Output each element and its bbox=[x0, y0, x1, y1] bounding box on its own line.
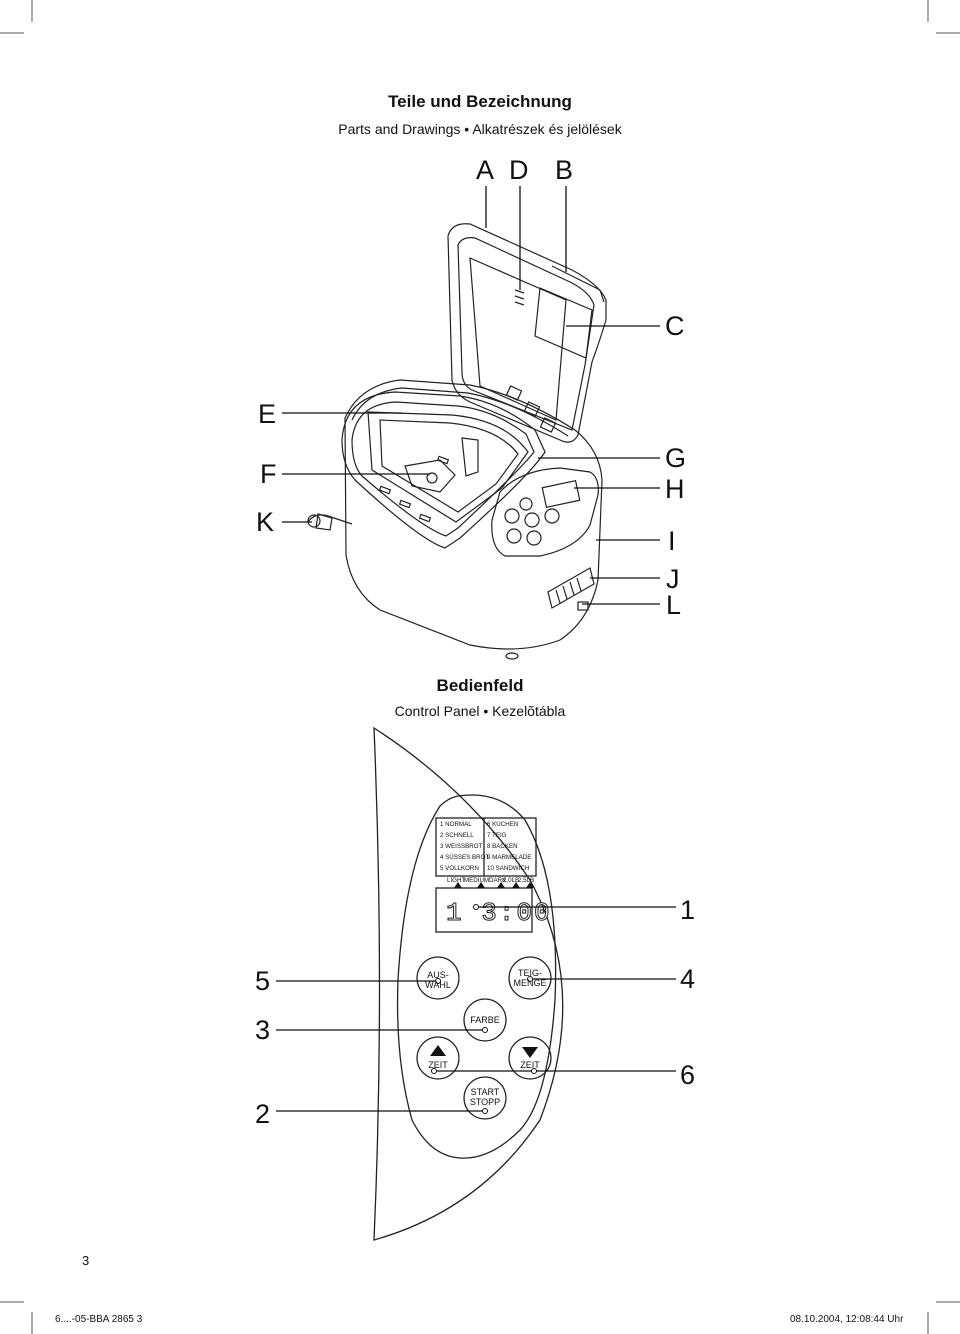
auswahl-label-2: WAHL bbox=[425, 980, 451, 990]
program-7: 7 TEIG bbox=[487, 832, 507, 839]
label-h: H bbox=[665, 474, 685, 504]
label-c: C bbox=[665, 311, 685, 341]
callout-3: 3 bbox=[255, 1015, 271, 1045]
callout-2: 2 bbox=[255, 1099, 271, 1129]
panel-title: Bedienfeld bbox=[436, 676, 524, 695]
program-8: 8 BACKEN bbox=[487, 843, 518, 850]
crust-dark: DARK bbox=[489, 877, 507, 884]
callout-5: 5 bbox=[255, 966, 271, 996]
crust-medium: MEDIUM bbox=[464, 877, 490, 884]
display-digits: 1 3:00 bbox=[446, 898, 552, 929]
program-6: 6 KUCHEN bbox=[487, 821, 519, 828]
label-j: J bbox=[666, 564, 680, 594]
size-2-0lb: 2,0LB bbox=[503, 877, 520, 884]
page-title: Teile und Bezeichnung bbox=[388, 92, 572, 111]
label-a: A bbox=[476, 155, 495, 185]
svg-text:1 3:00: 1 3:00 bbox=[446, 898, 552, 928]
stopp-label: STOPP bbox=[469, 1097, 501, 1107]
zeit-down-button[interactable]: ZEIT bbox=[516, 1060, 544, 1070]
bread-maker-drawing bbox=[282, 186, 660, 660]
callout-6: 6 bbox=[680, 1060, 696, 1090]
label-g: G bbox=[665, 443, 687, 473]
auswahl-label-1: AUS- bbox=[427, 970, 449, 980]
program-2: 2 SCHNELL bbox=[440, 832, 474, 839]
callout-1: 1 bbox=[680, 895, 696, 925]
start-label: START bbox=[470, 1087, 500, 1097]
program-3: 3 WEISSBROT bbox=[440, 843, 483, 850]
farbe-label: FARBE bbox=[470, 1015, 500, 1025]
teigmenge-label-1: TEIG- bbox=[518, 968, 542, 978]
label-b: B bbox=[555, 155, 574, 185]
callout-4: 4 bbox=[680, 964, 696, 994]
teigmenge-label-2: MENGE bbox=[513, 978, 547, 988]
program-5: 5 VOLLKORN bbox=[440, 865, 479, 872]
farbe-button[interactable]: FARBE bbox=[466, 1015, 504, 1025]
zeit-up-button[interactable]: ZEIT bbox=[424, 1060, 452, 1070]
zeit-up-label: ZEIT bbox=[428, 1060, 448, 1070]
panel-subtitle: Control Panel • Kezelõtábla bbox=[394, 703, 566, 719]
label-i: I bbox=[668, 526, 676, 556]
page-number: 3 bbox=[82, 1253, 90, 1268]
crust-light: LIGHT bbox=[447, 877, 466, 884]
program-4: 4 SÜSSES BROT bbox=[440, 854, 490, 861]
footer-left: 6....-05-BBA 2865 3 bbox=[55, 1314, 143, 1325]
auswahl-button[interactable]: AUS- WAHL bbox=[424, 970, 452, 990]
label-l: L bbox=[666, 590, 682, 620]
label-k: K bbox=[256, 507, 275, 537]
label-f: F bbox=[260, 459, 277, 489]
page-subtitle: Parts and Drawings • Alkatrészek és jelö… bbox=[338, 121, 622, 137]
teigmenge-button[interactable]: TEIG- MENGE bbox=[510, 968, 550, 988]
program-10: 10 SANDWICH bbox=[487, 865, 530, 872]
zeit-down-label: ZEIT bbox=[520, 1060, 540, 1070]
footer-right: 08.10.2004, 12:08:44 Uhr bbox=[790, 1314, 904, 1325]
size-2-5lb: 2,5LB bbox=[518, 877, 535, 884]
start-stopp-button[interactable]: START STOPP bbox=[466, 1087, 504, 1107]
label-e: E bbox=[258, 399, 277, 429]
program-1: 1 NORMAL bbox=[440, 821, 472, 828]
program-9: 9 MARMELADE bbox=[487, 854, 532, 861]
label-d: D bbox=[509, 155, 529, 185]
